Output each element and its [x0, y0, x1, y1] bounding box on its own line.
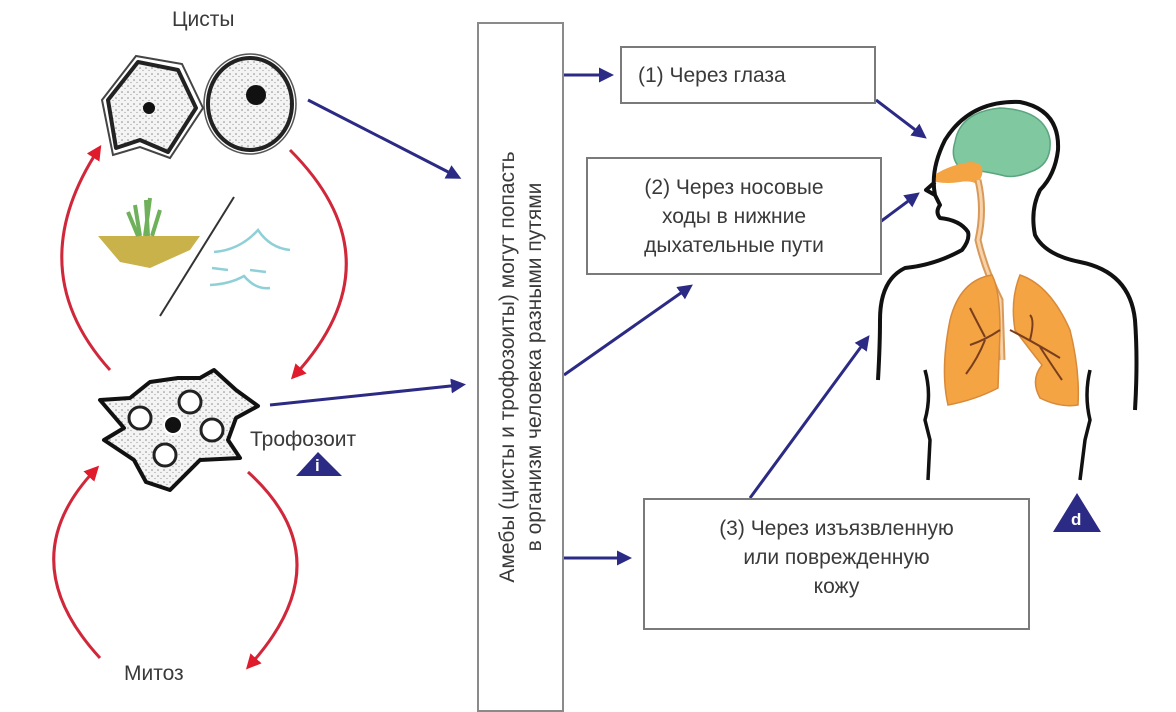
arrow-box-to-route2: [563, 284, 693, 377]
route-box-skin: (3) Через изъязвленную или поврежденную …: [643, 498, 1030, 630]
route-skin-line-3: кожу: [813, 575, 860, 598]
trophozoite-icon: [98, 368, 260, 492]
mitosis-label: Митоз: [124, 662, 184, 685]
diagnostic-stage-marker-label: d: [1071, 510, 1082, 529]
soil-grass-icon: [98, 197, 200, 268]
diagnostic-stage-marker-icon: [1053, 493, 1101, 532]
lung-right-icon: [1012, 274, 1080, 407]
cysts-label: Цисты: [172, 8, 235, 31]
cycle-arrow-to-cyst: [60, 144, 112, 372]
central-entry-line-1: Амебы (цисты и трофозоиты) могут попасть: [495, 151, 519, 583]
lung-left-icon: [943, 274, 1001, 406]
water-icon: [209, 227, 291, 290]
route-box-nasal: (2) Через носовые ходы в нижние дыхатель…: [586, 157, 882, 275]
route-box-eyes: (1) Через глаза: [620, 46, 876, 104]
nasal-airway-icon: [936, 162, 983, 185]
route-nasal-line-3: дыхательные пути: [644, 233, 824, 257]
central-entry-box: Амебы (цисты и трофозоиты) могут попасть…: [477, 22, 564, 712]
route-skin-line-1: (3) Через изъязвленную: [719, 517, 954, 540]
bronchi-icon: [965, 307, 1063, 381]
route-nasal-line-2: ходы в нижние: [661, 204, 807, 228]
route-eyes-text: (1) Через глаза: [638, 63, 786, 87]
arrow-route2-to-nose: [879, 192, 920, 224]
human-body-icon: [876, 99, 1139, 481]
cyst-round-icon: [203, 53, 297, 155]
central-entry-line-2: в организм человека разными путями: [522, 182, 546, 552]
trophozoite-label: Трофозоит: [250, 428, 357, 451]
arrow-trophozoite-to-box: [269, 378, 466, 407]
divider-line: [159, 196, 235, 317]
arrow-route3-to-skin: [748, 335, 870, 499]
route-skin-line-2: или поврежденную: [743, 546, 930, 569]
cycle-arrow-mitosis-up: [52, 465, 102, 660]
route-nasal-line-1: (2) Через носовые: [644, 175, 824, 199]
central-entry-text: Амебы (цисты и трофозоиты) могут попасть…: [494, 151, 548, 582]
cyst-polygonal-icon: [100, 54, 205, 160]
arrow-cysts-to-box: [307, 98, 462, 179]
arrow-route1-to-eye: [875, 98, 927, 139]
infective-stage-marker-icon: [296, 452, 342, 476]
cycle-arrow-mitosis-down: [245, 470, 299, 670]
infective-stage-marker-label: i: [315, 456, 320, 475]
cycle-arrow-to-trophozoite: [288, 148, 348, 380]
